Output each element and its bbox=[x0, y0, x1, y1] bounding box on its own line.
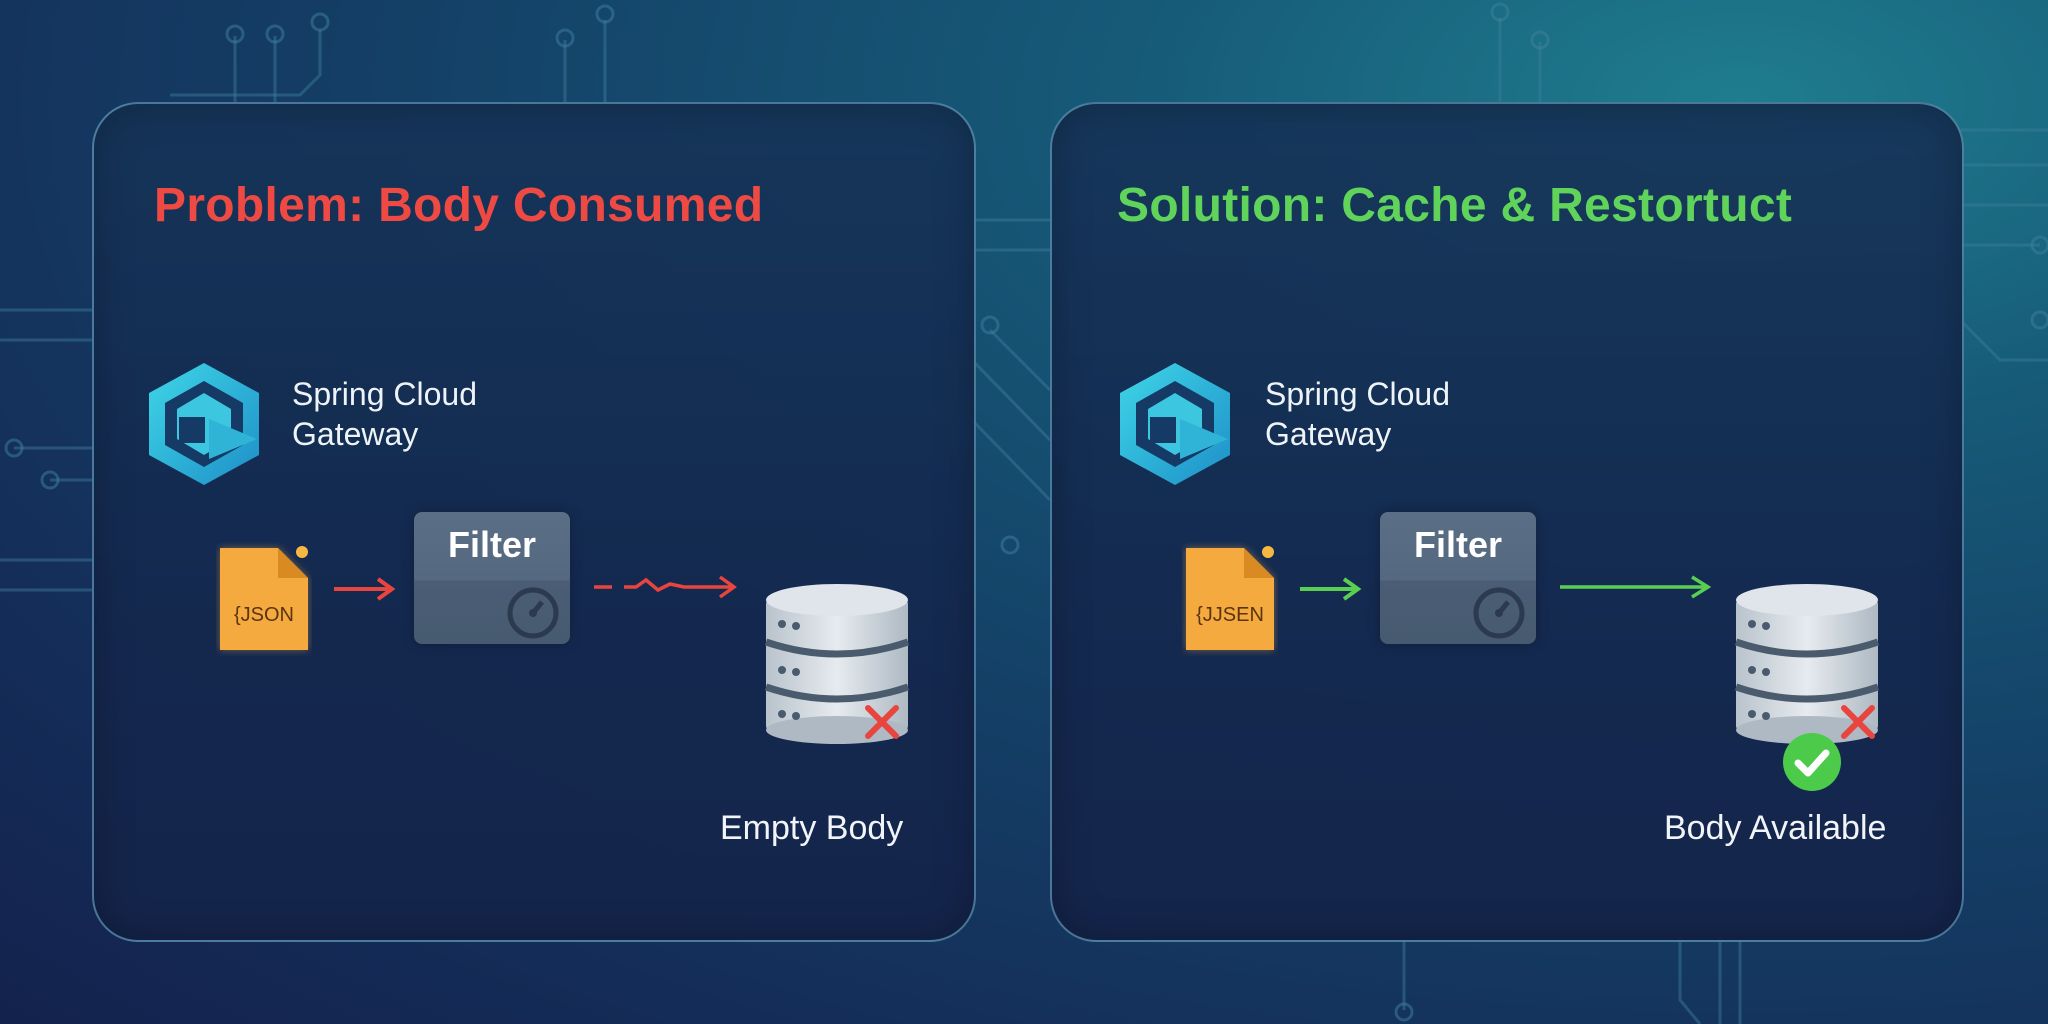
red-arrow-1 bbox=[334, 577, 396, 601]
gauge-icon bbox=[507, 587, 559, 639]
gateway-brand-text: Spring Cloud Gateway bbox=[292, 374, 477, 454]
brand-line-2: Gateway bbox=[292, 416, 419, 452]
filter-box: Filter bbox=[1380, 512, 1536, 644]
solution-panel: Solution: Cache & Restortuct Spring Clou… bbox=[1050, 102, 1964, 942]
green-arrow-1 bbox=[1300, 577, 1362, 601]
brand-line-1: Spring Cloud bbox=[292, 376, 477, 412]
gateway-logo-icon bbox=[1120, 363, 1230, 485]
solution-title: Solution: Cache & Restortuct bbox=[1117, 179, 1793, 232]
json-file-icon: {JSON bbox=[220, 546, 308, 650]
broken-red-arrow bbox=[594, 575, 738, 599]
problem-panel: Problem: Body Consumed Spring Cloud Gate… bbox=[92, 102, 976, 942]
spacer bbox=[1298, 674, 1299, 675]
database-icon bbox=[764, 584, 910, 744]
problem-title: Problem: Body Consumed bbox=[154, 179, 764, 232]
json-label: {JJSEN bbox=[1196, 604, 1264, 626]
gateway-logo-icon bbox=[149, 363, 259, 485]
brand-line-1: Spring Cloud bbox=[1265, 376, 1450, 412]
brand-line-2: Gateway bbox=[1265, 416, 1392, 452]
filter-box: Filter bbox=[414, 512, 570, 644]
x-mark-icon bbox=[1841, 705, 1875, 739]
empty-body-caption: Empty Body bbox=[720, 809, 904, 847]
check-mark-icon bbox=[1783, 733, 1841, 791]
json-label: {JSON bbox=[234, 604, 294, 626]
filter-label: Filter bbox=[1413, 524, 1502, 565]
json-file-icon: {JJSEN bbox=[1186, 546, 1274, 650]
filter-label: Filter bbox=[447, 524, 536, 565]
gauge-icon bbox=[1473, 587, 1525, 639]
x-mark-icon bbox=[865, 705, 899, 739]
green-arrow-2 bbox=[1560, 575, 1712, 599]
body-available-caption: Body Available bbox=[1664, 809, 1887, 847]
gateway-brand-text: Spring Cloud Gateway bbox=[1265, 374, 1450, 454]
